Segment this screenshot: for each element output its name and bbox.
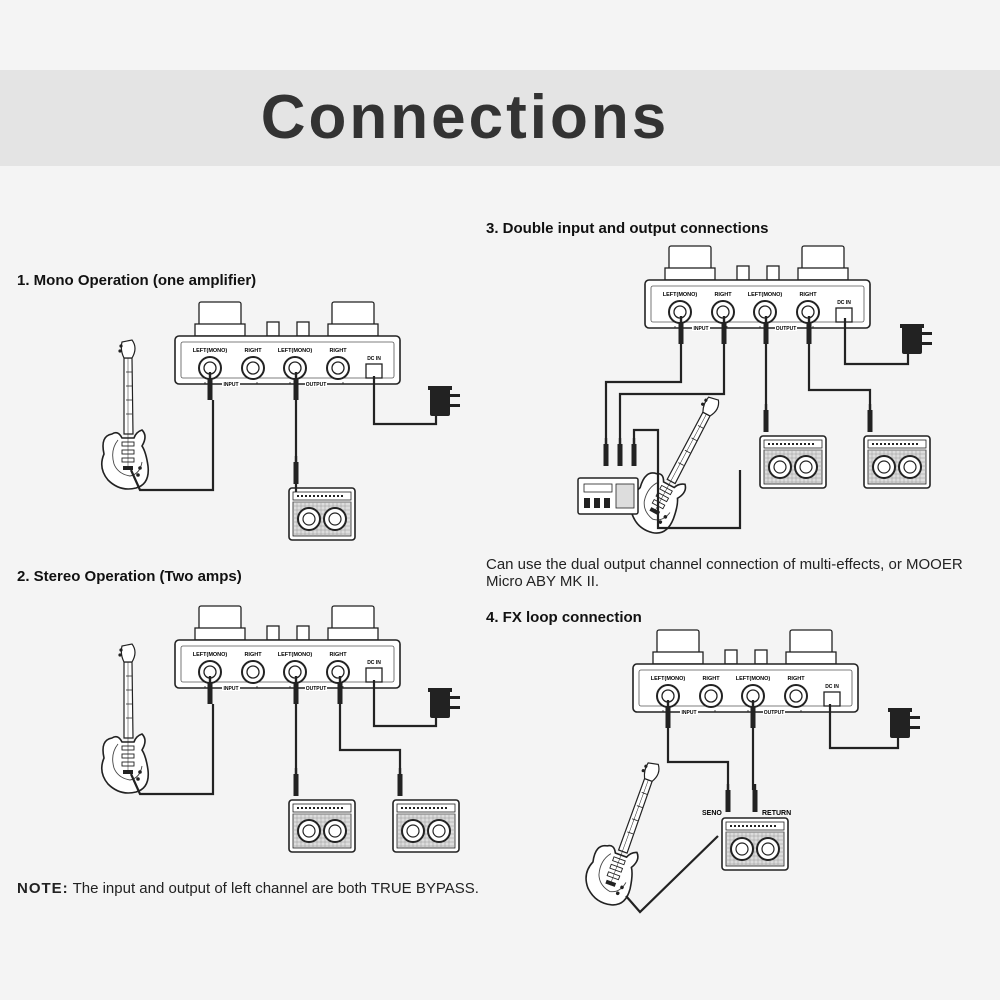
amp-icon [288,799,356,853]
heading-mono: 1. Mono Operation (one amplifier) [17,272,257,289]
stereo-diagram [100,605,460,853]
true-bypass-note: NOTE: The input and output of left chann… [17,880,479,897]
pedal-icon [644,245,871,333]
return-label: RETURN [762,810,791,817]
heading-double: 3. Double input and output connections [486,220,769,237]
amp-icon [288,487,356,541]
amp-icon [863,435,931,489]
power-adapter-icon [428,386,460,416]
power-adapter-icon [428,688,460,718]
amp-icon [721,817,789,871]
header-band [0,70,1000,166]
mono-diagram [100,301,460,541]
double-io-note-line-1: Can use the dual output channel connecti… [486,556,963,573]
guitar-icon [578,753,675,911]
note-text: The input and output of left channel are… [68,880,479,897]
power-adapter-icon [888,708,920,738]
send-label: SENO [702,810,722,817]
heading-fx-loop: 4. FX loop connection [486,609,642,626]
page-title: Connections [260,83,670,152]
double-io-diagram [577,245,932,541]
pedal-icon [632,629,859,717]
pedal-icon [174,605,401,693]
guitar-icon [100,339,150,490]
power-adapter-icon [900,324,932,354]
amp-icon [392,799,460,853]
heading-stereo: 2. Stereo Operation (Two amps) [17,568,242,585]
double-io-note-line-2: Micro ABY MK II. [486,573,600,590]
fx-loop-diagram: SENO RETURN [578,629,920,914]
amp-icon [759,435,827,489]
guitar-icon [620,385,734,541]
note-label: NOTE: [17,880,69,897]
multi-effects-icon [577,477,639,515]
pedal-icon [174,301,401,389]
guitar-icon [100,643,150,794]
